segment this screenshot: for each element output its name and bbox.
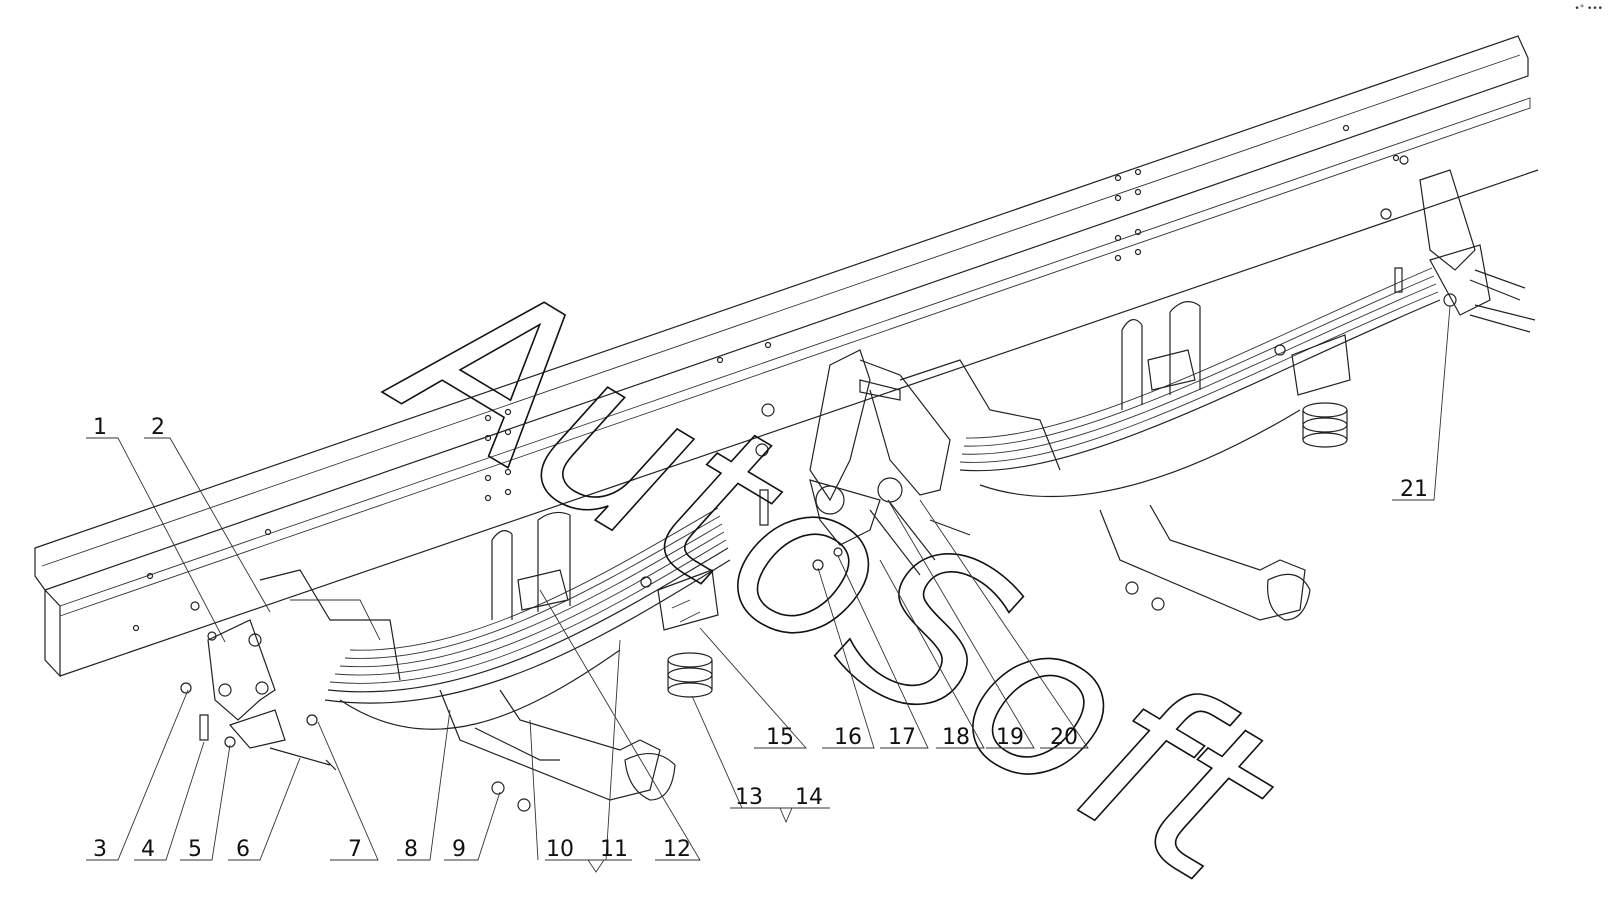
callout-labels: 1 2 3 4 5 6 7 8 9 10 11 12 13 14 15 16 1…: [93, 415, 1428, 862]
center-balance-bracket: [755, 349, 971, 576]
rear-nuts: [1125, 581, 1165, 611]
rear-bump-stop: [1302, 402, 1348, 448]
callout-11: 11: [600, 837, 628, 862]
callout-7: 7: [348, 837, 362, 862]
corner-mark: •° •••: [1574, 4, 1603, 14]
front-axle: [259, 569, 676, 801]
callout-20: 20: [1050, 725, 1078, 750]
callout-21: 21: [1400, 477, 1428, 502]
callout-leaders: [86, 305, 1451, 873]
callout-4: 4: [141, 837, 155, 862]
rear-leaf-spring: [959, 267, 1441, 498]
frame-holes: [132, 124, 1400, 641]
callout-19: 19: [996, 725, 1024, 750]
front-shackle-plate: [640, 569, 719, 631]
callout-14: 14: [795, 785, 823, 810]
front-u-bolts: [491, 511, 571, 620]
rear-hanger-bracket: [1380, 155, 1536, 333]
callout-9: 9: [452, 837, 466, 862]
callout-6: 6: [236, 837, 250, 862]
callout-10: 10: [546, 837, 574, 862]
callout-5: 5: [188, 837, 202, 862]
callout-12: 12: [663, 837, 691, 862]
watermark-text: AutoSoft: [355, 217, 1317, 919]
front-hanger-bracket: [180, 619, 337, 771]
rear-axle: [899, 359, 1311, 621]
callout-1: 1: [93, 415, 107, 440]
front-bump-stop: [667, 652, 713, 698]
callout-18: 18: [942, 725, 970, 750]
callout-15: 15: [766, 725, 794, 750]
callout-17: 17: [888, 725, 916, 750]
callout-2: 2: [151, 415, 165, 440]
watermark: AutoSoft: [354, 216, 1318, 919]
callout-3: 3: [93, 837, 107, 862]
callout-13: 13: [735, 785, 763, 810]
rear-shackle-plate: [1274, 334, 1351, 396]
front-nuts: [491, 781, 531, 812]
callout-8: 8: [404, 837, 418, 862]
rear-u-bolts: [1121, 301, 1201, 410]
callout-16: 16: [834, 725, 862, 750]
frame-rail: [34, 35, 1539, 678]
